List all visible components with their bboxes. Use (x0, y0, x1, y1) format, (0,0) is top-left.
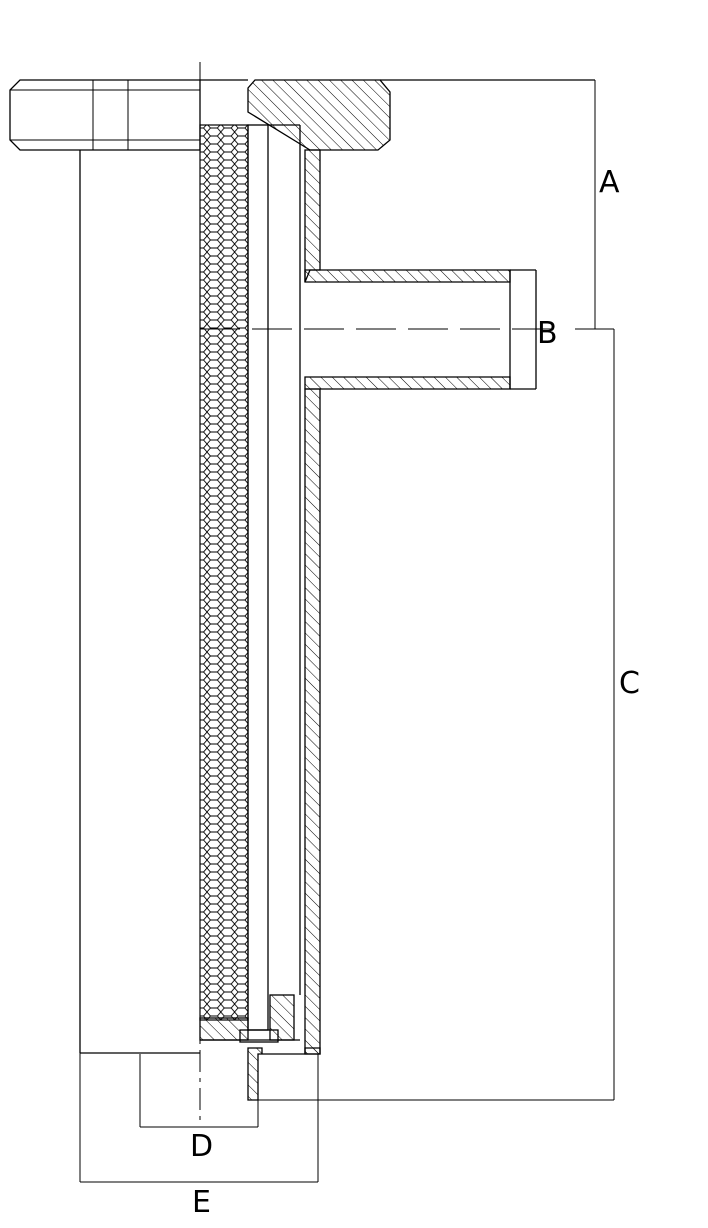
center-lines (199, 62, 560, 1120)
dimension-e: E (79, 1053, 319, 1220)
dimension-c: C (258, 328, 640, 1101)
dimension-label-c: C (619, 666, 640, 701)
top-flange (200, 79, 595, 151)
dimension-a: A (594, 80, 620, 329)
dimension-label-b: B (537, 316, 558, 351)
dimension-label-d: D (190, 1129, 213, 1164)
body-outline (79, 150, 200, 1054)
bottom-fitting (199, 994, 321, 1101)
inner-tube (247, 124, 301, 1031)
dimension-label-a: A (599, 165, 620, 200)
bolt-head (9, 79, 201, 151)
housing-wall (304, 149, 537, 1055)
dimension-d: D (139, 1054, 259, 1164)
dimension-label-e: E (192, 1185, 211, 1220)
filter-media (199, 124, 249, 1021)
dimension-b: B (537, 316, 558, 351)
